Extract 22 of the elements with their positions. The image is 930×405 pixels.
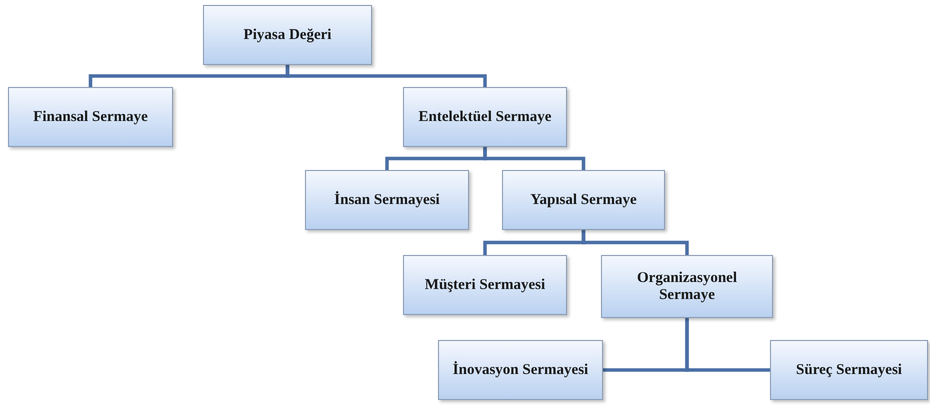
box [8,87,173,147]
connector-line [286,65,487,87]
box-label: Süreç Sermayesi [795,362,903,378]
box [403,255,567,315]
box [601,255,773,318]
box [438,340,603,400]
box-label: Piyasa Değeri [242,26,332,44]
box [403,87,567,147]
box-label: Entelektüel Sermaye [418,108,552,126]
box-label: Müşteri Sermayesi [424,276,546,294]
box-label: İnovasyon Sermayesi [452,362,590,378]
box [203,5,372,65]
box-label: Organizasyonel Sermaye [636,270,738,304]
box-label: İnsan Sermayesi [333,192,441,208]
connector-line [685,318,770,372]
box [770,340,928,400]
box [305,170,469,230]
box-label: Yapısal Sermaye [529,192,638,208]
connector-line [483,147,586,170]
box [502,170,665,230]
connector-line [582,230,689,255]
box-label: Finansal Sermaye [32,108,149,126]
